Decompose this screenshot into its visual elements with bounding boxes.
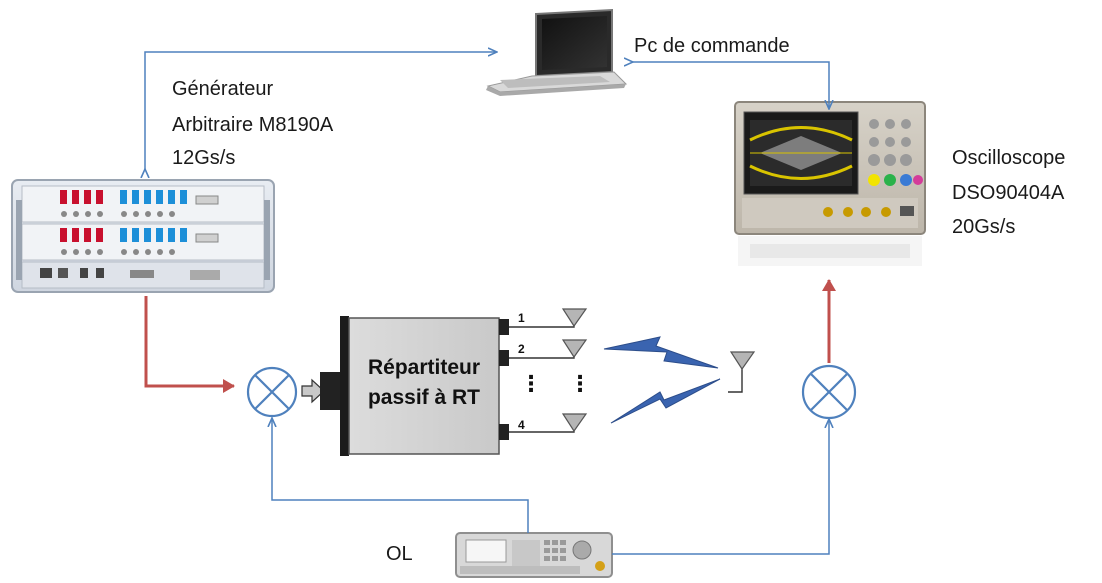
oscilloscope-label-line2: DSO90404A bbox=[952, 182, 1065, 204]
port-number-2: 2 bbox=[518, 342, 525, 356]
antenna-1 bbox=[561, 308, 588, 328]
laptop-pc bbox=[486, 8, 628, 96]
signal-links bbox=[144, 279, 836, 393]
generator-label-line3: 12Gs/s bbox=[172, 147, 236, 169]
port-ellipsis-label: ⋮ bbox=[520, 371, 542, 396]
mixer-right bbox=[801, 364, 857, 420]
antenna-rx bbox=[729, 351, 756, 371]
lightning-bolt-lower bbox=[610, 378, 721, 424]
ol-generator-device bbox=[455, 532, 613, 578]
mixer-left bbox=[246, 366, 298, 418]
oscilloscope-label-line3: 20Gs/s bbox=[952, 216, 1016, 238]
splitter-label-line2: passif à RT bbox=[367, 386, 481, 409]
port-number-4: 4 bbox=[518, 418, 525, 432]
lightning-bolt-upper bbox=[603, 336, 719, 369]
antennas bbox=[561, 308, 756, 433]
antenna-ellipsis-icon: ⋮ bbox=[569, 371, 591, 396]
ol-label: OL bbox=[386, 543, 413, 565]
generator-device bbox=[11, 179, 275, 293]
block-arrow bbox=[301, 378, 325, 404]
antenna-2 bbox=[561, 339, 588, 359]
control-links bbox=[145, 52, 829, 555]
wireless-links bbox=[603, 336, 721, 424]
splitter-label-line1: Répartiteur bbox=[367, 356, 481, 379]
generator-label-line1: Générateur bbox=[172, 78, 274, 100]
generator-label-line2: Arbitraire M8190A bbox=[172, 114, 334, 136]
splitter-box bbox=[320, 316, 509, 456]
oscilloscope-label-line1: Oscilloscope bbox=[952, 147, 1066, 169]
antenna-4 bbox=[561, 413, 588, 433]
port-number-1: 1 bbox=[518, 311, 525, 325]
oscilloscope-device bbox=[734, 101, 926, 266]
pc-label: Pc de commande bbox=[634, 35, 790, 57]
